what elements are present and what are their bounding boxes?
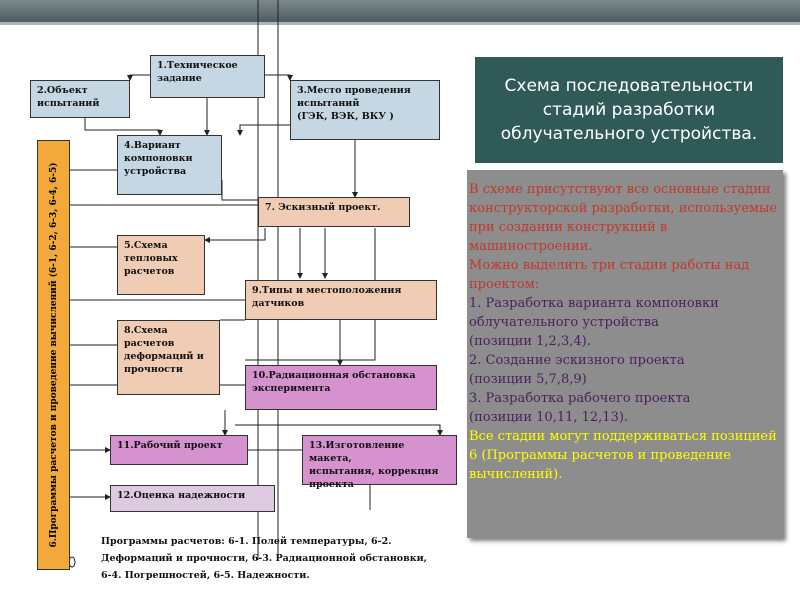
box-1-technical-task: 1.Техническое задание (150, 55, 265, 98)
top-banner-stripe (0, 22, 800, 25)
stage-2-title: 2. Создание эскизного проекта (469, 353, 685, 368)
box-6-calculation-programs (37, 140, 70, 570)
box-9-sensors: 9.Типы и местоположения датчиков (245, 280, 437, 320)
box-2-test-object: 2.Объект испытаний (30, 80, 130, 118)
stage-3-title: 3. Разработка рабочего проекта (469, 391, 691, 406)
box-4-layout-variant: 4.Вариант компоновки устройства (117, 135, 222, 195)
description-intro: В схеме присутствуют все основные стадии… (469, 182, 778, 254)
description-conclusion: Все стадии могут поддерживаться позицией… (469, 429, 777, 482)
stage-3-positions: (позиции 10,11, 12,13). (469, 410, 629, 425)
programs-note: Программы расчетов: 6-1. Полей температу… (101, 536, 427, 581)
slide-title: Схема последовательности стадий разработ… (475, 57, 783, 163)
stage-2-positions: (позиции 5,7,8,9) (469, 372, 587, 387)
box-7-draft-design: 7. Эскизный проект. (258, 197, 410, 227)
description-text: В схеме присутствуют все основные стадии… (469, 180, 781, 484)
box-12-reliability: 12.Оценка надежности (110, 485, 275, 512)
box-10-radiation: 10.Радиационная обстановка эксперимента (245, 365, 437, 410)
stage-1-positions: (позиции 1,2,3,4). (469, 334, 591, 349)
box-5-thermal-scheme: 5.Схема тепловых расчетов (117, 235, 205, 295)
description-panel (467, 170, 783, 538)
box-11-working-project: 11.Рабочий проект (110, 435, 248, 465)
box-6-label: 6.Программы расчетов и проведение вычисл… (49, 162, 59, 548)
box-13-manufacturing: 13.Изготовление макета, испытания, корре… (302, 435, 457, 490)
top-banner (0, 0, 800, 22)
stage-1-title: 1. Разработка варианта компоновки облуча… (469, 296, 719, 330)
description-stages-intro: Можно выделить три стадии работы над про… (469, 258, 750, 292)
box-8-deformation-scheme: 8.Схема расчетов деформаций и прочности (117, 320, 220, 395)
box-3-test-location: 3.Место проведения испытаний (ГЭК, ВЭК, … (290, 80, 440, 140)
